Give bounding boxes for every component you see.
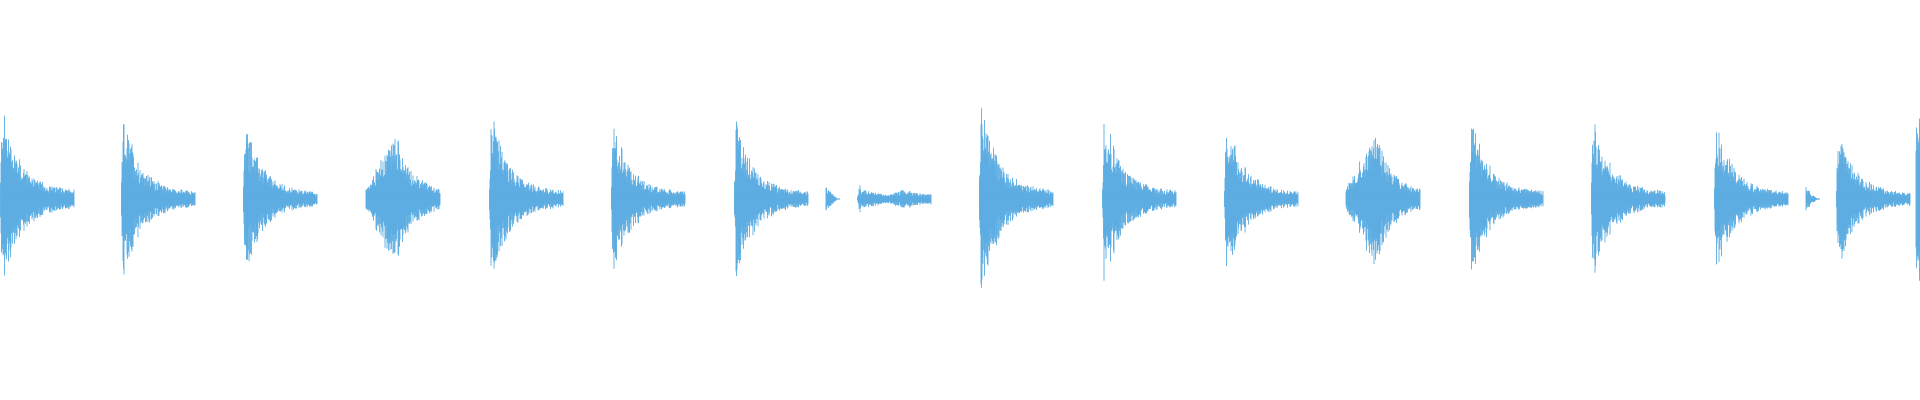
waveform-samples	[365, 139, 441, 256]
waveform-hit	[1836, 144, 1911, 259]
waveform-hit	[1345, 138, 1421, 264]
waveform-samples	[979, 108, 1054, 288]
waveform-hit	[734, 121, 809, 276]
waveform-hit	[611, 128, 686, 269]
waveform-samples	[1345, 138, 1421, 264]
waveform-hit	[0, 115, 75, 276]
waveform-hit	[1224, 137, 1299, 267]
waveform-hit	[1469, 128, 1544, 270]
waveform-samples	[1915, 118, 1920, 281]
waveform-hit	[121, 124, 196, 275]
waveform-samples	[1836, 144, 1911, 259]
waveform-hit	[489, 121, 564, 269]
waveform-hit	[365, 139, 441, 256]
waveform-channel	[0, 108, 1920, 288]
waveform-samples	[1102, 123, 1177, 281]
waveform-hit	[857, 185, 932, 213]
waveform-hit	[243, 134, 318, 262]
waveform-samples	[0, 115, 75, 276]
waveform-hit	[1714, 132, 1789, 265]
waveform-hit	[1102, 123, 1177, 281]
waveform-hit	[1915, 118, 1920, 281]
waveform-hit	[1805, 187, 1820, 211]
waveform-samples	[1224, 137, 1299, 267]
waveform-samples	[489, 121, 564, 269]
waveform-hit	[825, 187, 840, 211]
waveform-hit	[1591, 124, 1666, 273]
waveform-hit	[979, 108, 1054, 288]
waveform-samples	[243, 134, 318, 262]
